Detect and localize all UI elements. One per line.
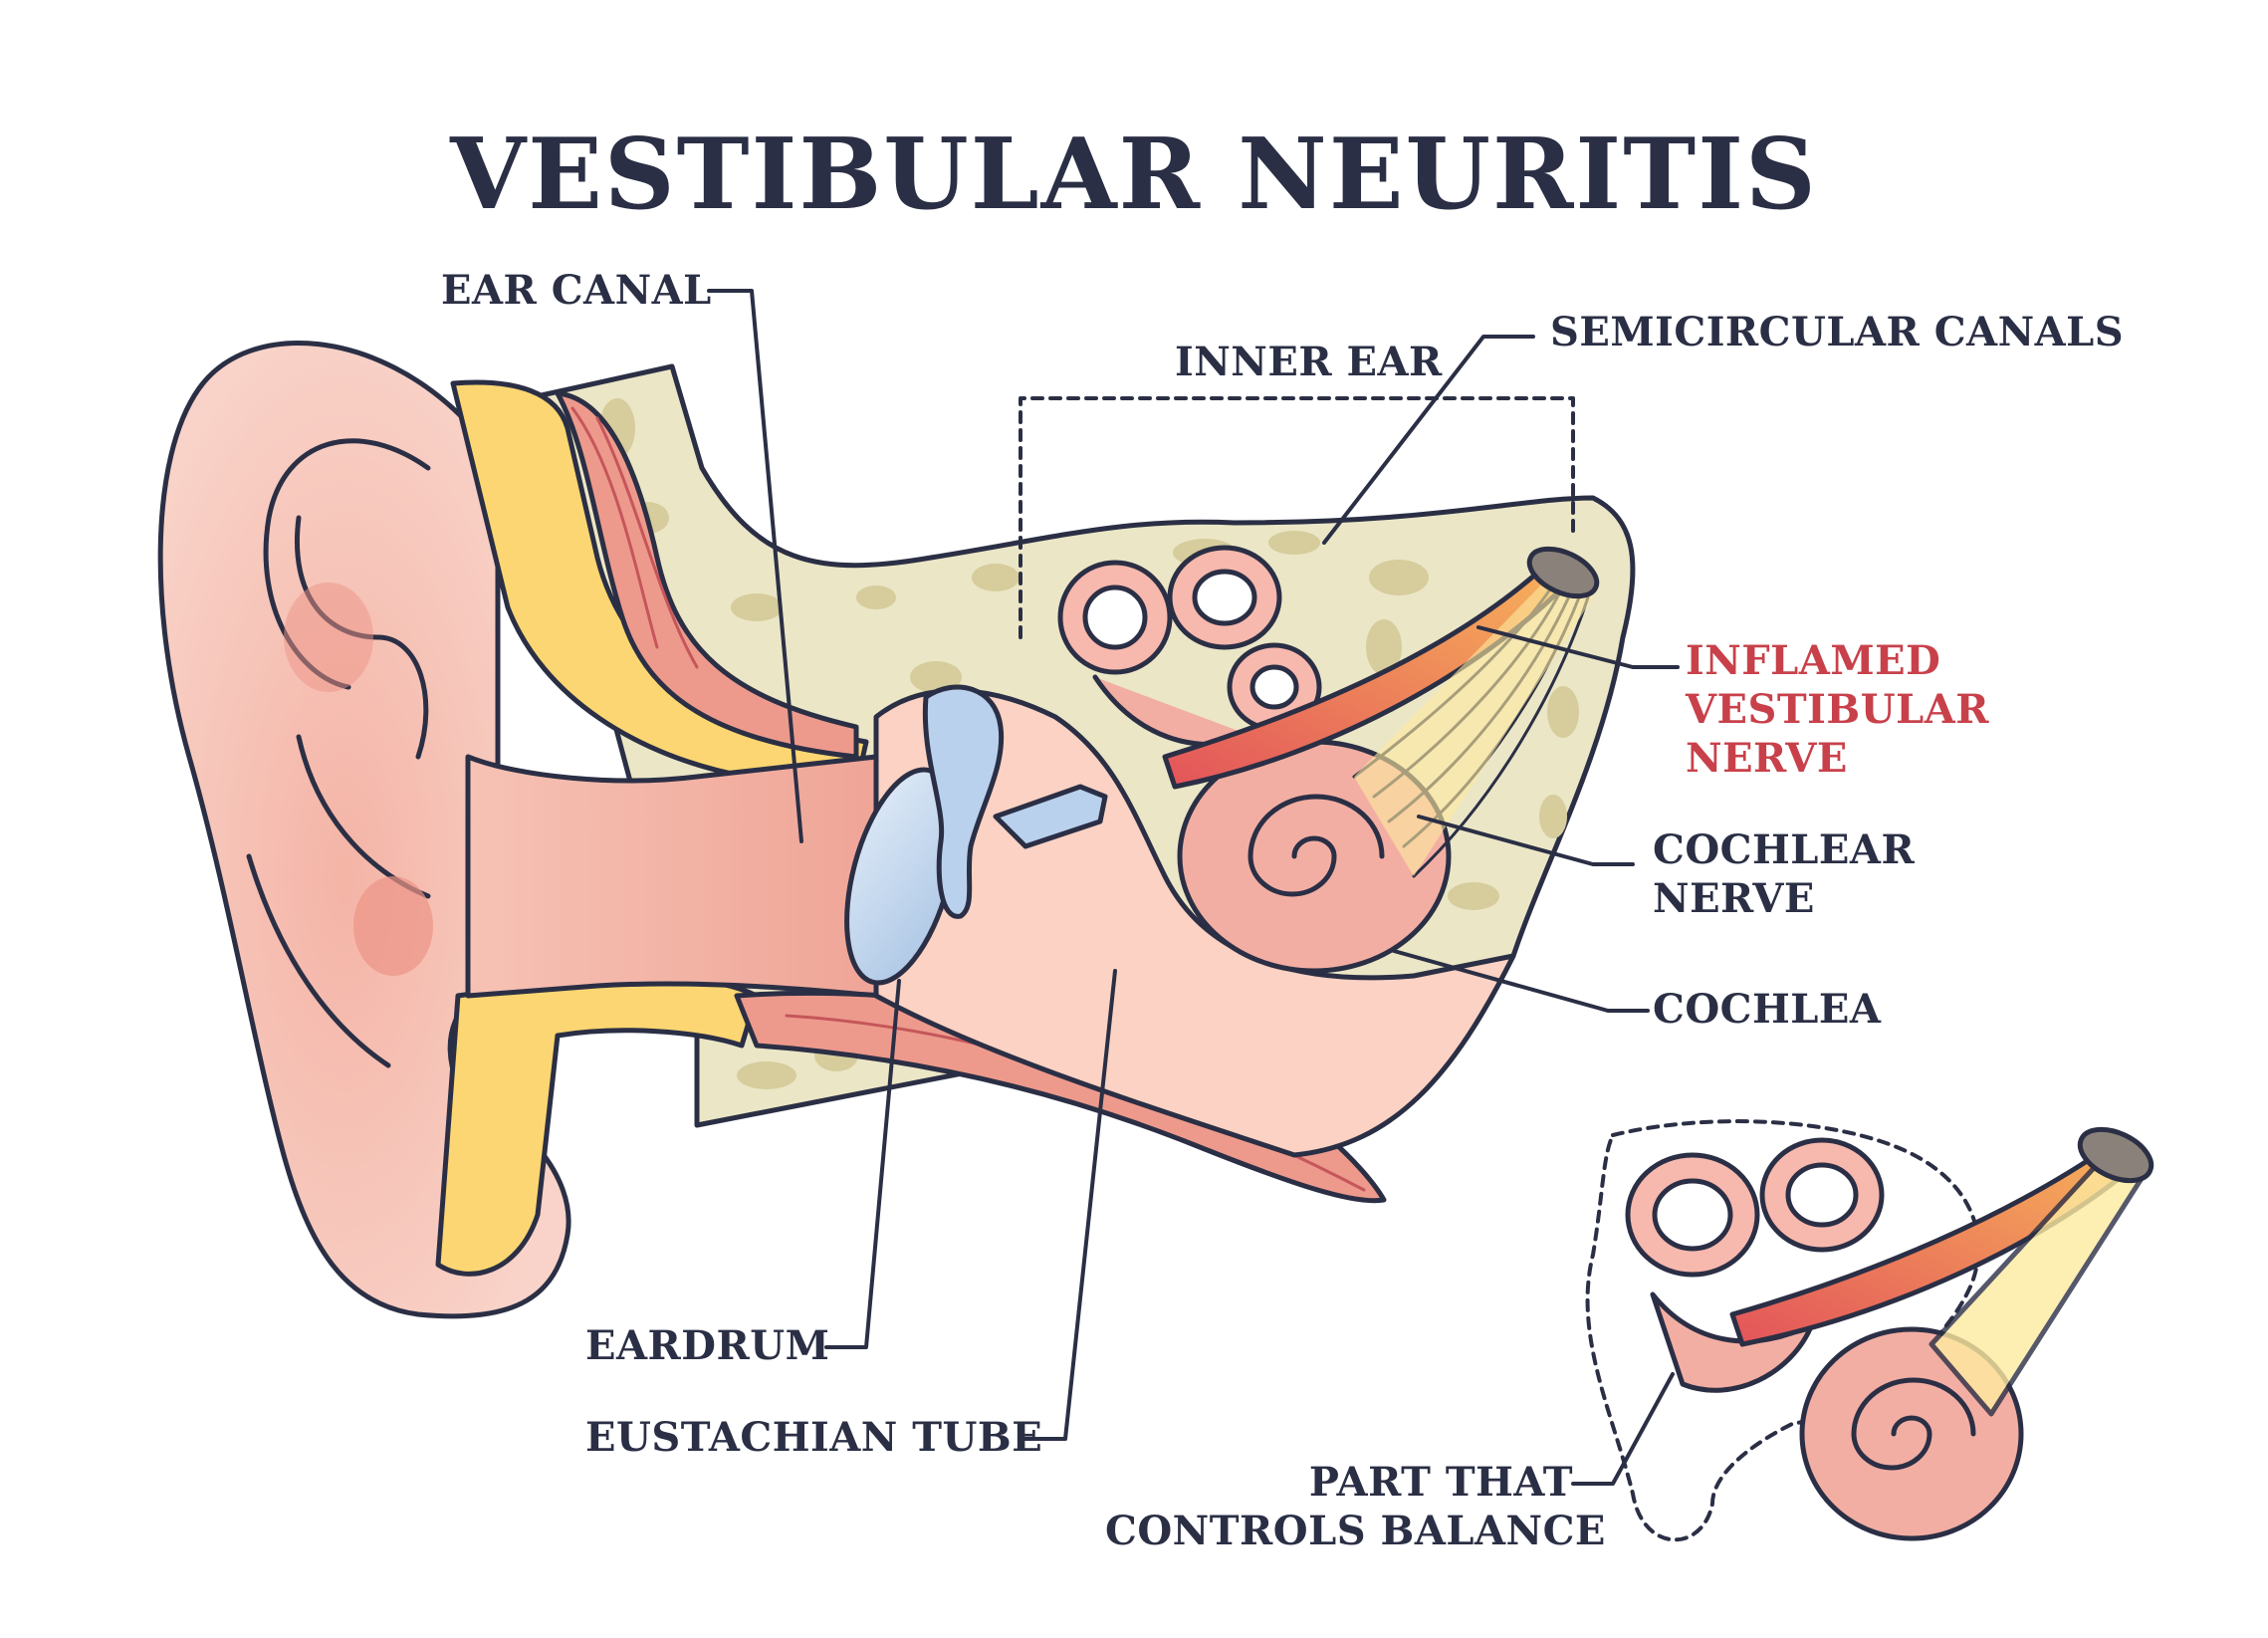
ossicles <box>922 684 1005 919</box>
semicircular-canals <box>1057 545 1322 747</box>
label-balance-line-2: CONTROLS BALANCE <box>1105 1507 1606 1554</box>
ear-canal <box>465 754 879 999</box>
label-inflamed-line-3: NERVE <box>1686 734 1848 782</box>
label-inner-ear: INNER EAR <box>1175 339 1443 385</box>
label-inflamed-vestibular-nerve: INFLAMED VESTIBULAR NERVE <box>1686 637 1989 783</box>
label-balance-line-1: PART THAT <box>1308 1459 1573 1506</box>
label-cochlear-nerve-line-1: COCHLEAR <box>1653 826 1916 873</box>
label-cochlear-nerve: COCHLEAR NERVE <box>1653 826 1915 924</box>
diagram-title: VESTIBULAR NEURITIS <box>450 117 1818 232</box>
label-eustachian-tube: EUSTACHIAN TUBE <box>585 1414 1043 1461</box>
label-ear-canal: EAR CANAL <box>441 267 712 314</box>
label-inflamed-line-1: INFLAMED <box>1686 637 1941 684</box>
label-balance-part: PART THAT CONTROLS BALANCE <box>1105 1459 1606 1556</box>
label-inflamed-line-2: VESTIBULAR <box>1686 685 1989 733</box>
inset-balance-organ <box>1585 1119 2155 1542</box>
label-eardrum: EARDRUM <box>585 1322 830 1369</box>
nerve-end <box>1526 546 1600 599</box>
inner-ear-bracket <box>1019 396 1575 639</box>
pinna <box>157 341 571 1319</box>
leader-lines <box>707 289 1680 1486</box>
label-cochlea: COCHLEA <box>1653 986 1882 1033</box>
label-cochlear-nerve-line-2: NERVE <box>1653 874 1815 922</box>
label-semicircular-canals: SEMICIRCULAR CANALS <box>1550 309 2125 355</box>
